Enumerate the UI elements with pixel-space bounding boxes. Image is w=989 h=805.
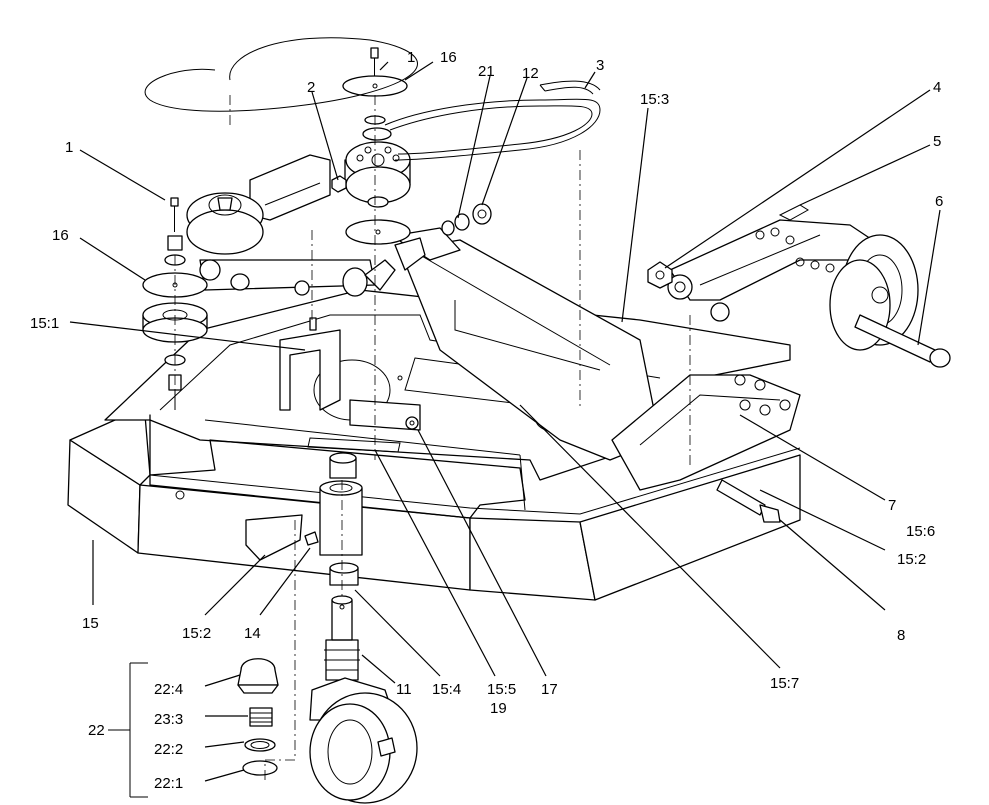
anchor-bracket [279, 317, 421, 431]
callout-19: 19 [490, 700, 507, 717]
callout-22-2: 22:2 [154, 741, 183, 758]
callout-22: 22 [88, 722, 105, 739]
callout-1-top: 1 [407, 49, 415, 66]
callout-4: 4 [933, 79, 941, 96]
center-pulley-stack [342, 47, 411, 245]
callout-15-7: 15:7 [770, 675, 799, 692]
washers-21-12 [441, 203, 492, 236]
pivot-arm-assembly [647, 204, 951, 368]
callout-15-1: 15:1 [30, 315, 59, 332]
callout-14: 14 [244, 625, 261, 642]
callout-11: 11 [396, 681, 412, 698]
callout-15-4: 15:4 [432, 681, 461, 698]
belt-routing-outline [144, 37, 418, 112]
callout-15: 15 [82, 615, 99, 632]
callout-3: 3 [596, 57, 604, 74]
callout-22-1: 22:1 [154, 775, 183, 792]
callout-5: 5 [933, 133, 941, 150]
drive-belt [384, 80, 601, 161]
callout-15-5: 15:5 [487, 681, 516, 698]
callout-8: 8 [897, 627, 905, 644]
callout-16-top: 16 [440, 49, 457, 66]
callout-1-left: 1 [65, 139, 73, 156]
callout-15-2-left: 15:2 [182, 625, 211, 642]
caster-kit-parts [108, 658, 279, 798]
callout-12: 12 [522, 65, 539, 82]
callout-labels: 1 16 21 12 3 15:3 2 4 5 6 1 16 15:1 7 15… [30, 49, 943, 792]
callout-15-3: 15:3 [640, 91, 669, 108]
callout-16-left: 16 [52, 227, 69, 244]
center-lines [174, 95, 691, 780]
callout-6: 6 [935, 193, 943, 210]
callout-23-3: 23:3 [154, 711, 183, 728]
callout-15-6: 15:6 [906, 523, 935, 540]
callout-2: 2 [307, 79, 315, 96]
callout-21: 21 [478, 63, 495, 80]
callout-17: 17 [541, 681, 558, 698]
callout-15-2-right: 15:2 [897, 551, 926, 568]
callout-7: 7 [888, 497, 896, 514]
idler-arm-assembly [186, 154, 347, 255]
callout-22-4: 22:4 [154, 681, 183, 698]
leader-lines [69, 61, 941, 782]
hitch-bracket [611, 374, 801, 523]
front-caster-assembly [304, 452, 418, 804]
